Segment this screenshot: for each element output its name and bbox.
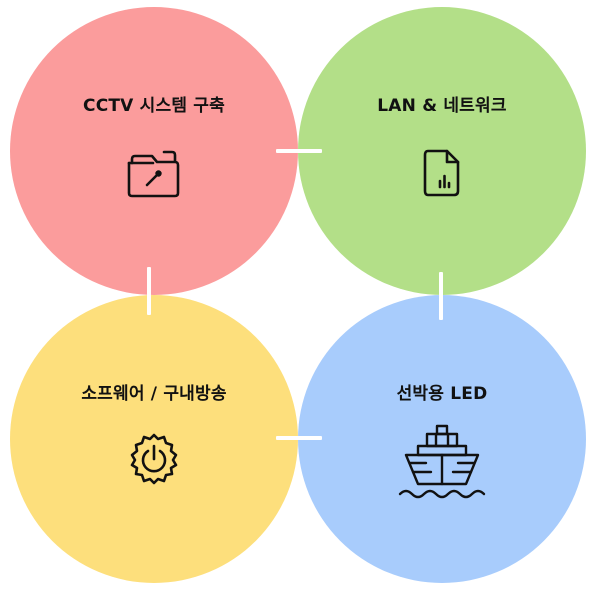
node-lan[interactable]: LAN & 네트워크 xyxy=(298,7,586,295)
node-label-software: 소프웨어 / 구내방송 xyxy=(81,384,227,404)
connector-left xyxy=(147,267,151,315)
connector-top xyxy=(276,149,322,153)
connector-bottom xyxy=(276,436,322,440)
node-label-cctv: CCTV 시스템 구축 xyxy=(83,96,225,116)
node-cctv[interactable]: CCTV 시스템 구축 xyxy=(10,7,298,295)
ship-icon xyxy=(298,420,586,508)
document-chart-icon xyxy=(298,147,586,203)
node-label-lan: LAN & 네트워크 xyxy=(377,96,507,116)
folder-wrench-icon xyxy=(10,149,298,203)
node-label-marine-led: 선박용 LED xyxy=(396,384,488,404)
power-gear-icon xyxy=(10,429,298,493)
node-software[interactable]: 소프웨어 / 구내방송 xyxy=(10,295,298,583)
node-marine-led[interactable]: 선박용 LED xyxy=(298,295,586,583)
connector-right xyxy=(439,272,443,320)
